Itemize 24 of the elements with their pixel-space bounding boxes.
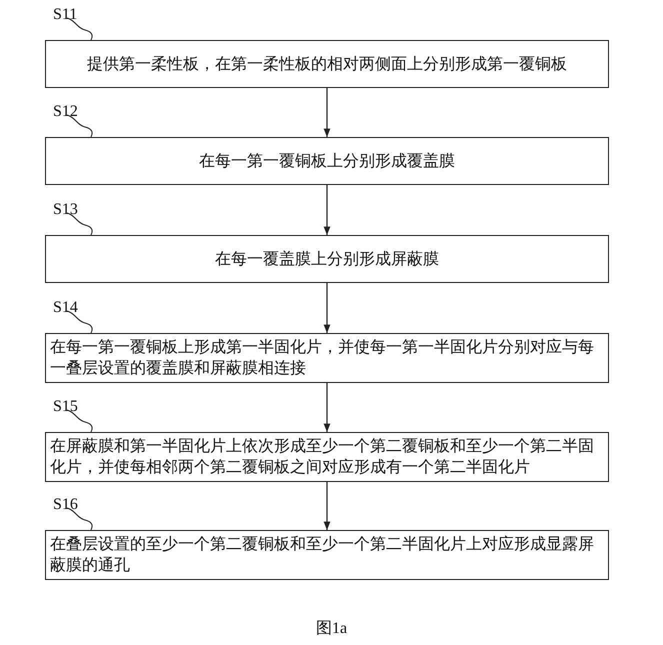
process-box [45,40,609,88]
arrow [324,185,330,235]
step-number: S16 [53,496,78,514]
step-text: 在叠层设置的至少一个第二覆铜板和至少一个第二半固化片上对应形成显露屏蔽膜的通孔 [50,534,595,576]
step-number: S12 [53,103,78,121]
process-box [45,235,609,283]
step-text: 在每一覆盖膜上分别形成屏蔽膜 [215,250,439,270]
arrow [324,283,330,333]
process-box [45,530,609,580]
step-number: S14 [53,299,78,317]
figure-caption: 图1a [314,619,348,639]
step-text: 在每一第一覆铜板上形成第一半固化片，并使每一第一半固化片分别对应与每一叠层设置的覆盖膜和屏蔽膜相连接 [50,338,595,379]
process-box [45,137,609,185]
process-box [45,333,609,383]
arrow [324,383,330,432]
process-box [45,432,609,482]
step-text: 提供第一柔性板，在第一柔性板的相对两侧面上分别形成第一覆铜板 [87,54,567,74]
step-number: S15 [53,398,78,416]
step-text: 在每一第一覆铜板上分别形成覆盖膜 [199,152,455,172]
arrow [324,482,330,530]
step-number: S11 [53,6,78,24]
arrow [324,88,330,137]
step-number: S13 [53,201,78,219]
step-text: 在屏蔽膜和第一半固化片上依次形成至少一个第二覆铜板和至少一个第二半固化片，并使每相邻两个第二覆铜板之间对应形成有一个第二半固化片 [50,436,595,478]
